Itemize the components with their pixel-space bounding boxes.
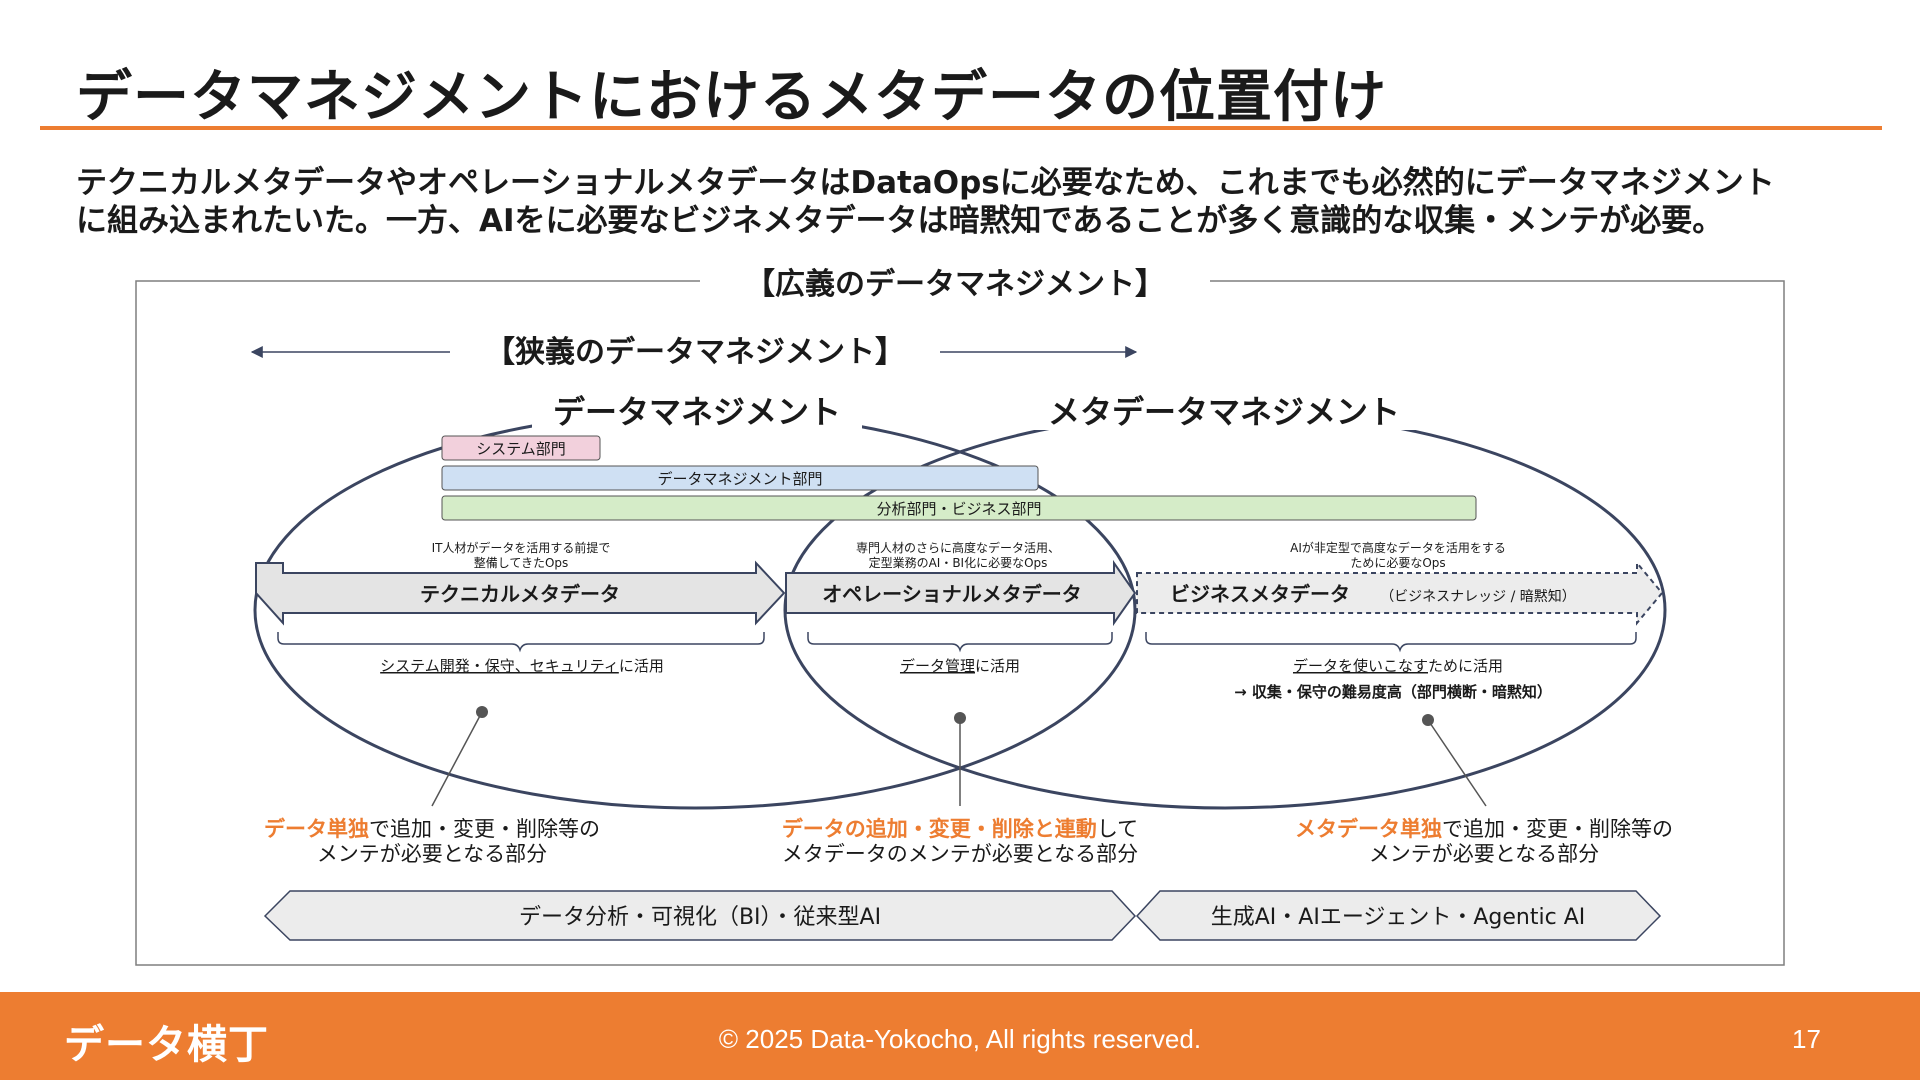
operational-metadata-label: オペレーショナルメタデータ <box>822 582 1082 606</box>
usage-technical: システム開発・保守、セキュリティに活用 <box>380 657 664 675</box>
callout-center-highlight: データの追加・変更・削除と連動 <box>782 817 1097 841</box>
business-metadata-arrow <box>1136 560 1664 626</box>
callout-left-highlight: データ単独 <box>264 817 369 841</box>
callout-center-line-1: データの追加・変更・削除と連動して <box>782 817 1138 841</box>
lead-line-2: に組み込まれたいた。一方、AIをに必要なビジネメタデータは暗黙知であることが多く… <box>76 203 1724 239</box>
callout-right-highlight: メタデータ単独 <box>1295 817 1442 841</box>
pointer-line-left <box>431 711 483 807</box>
note-operational-1: 専門人材のさらに高度なデータ活用、 <box>856 540 1060 555</box>
usage-technical-underlined: システム開発・保守、セキュリティ <box>380 657 619 675</box>
footer-copyright: © 2025 Data-Yokocho, All rights reserved… <box>718 1024 1202 1054</box>
broad-dm-label: 【広義のデータマネジメント】 <box>745 267 1165 302</box>
callout-right-line-2: メンテが必要となる部分 <box>1369 842 1599 866</box>
broad-label-bg <box>700 264 1210 302</box>
technical-metadata-label: テクニカルメタデータ <box>420 582 620 606</box>
circle-left-label-bg <box>532 386 862 430</box>
callout-left-rest: で追加・変更・削除等の <box>369 817 600 841</box>
usage-technical-rest: に活用 <box>619 657 664 675</box>
lead-text: テクニカルメタデータやオペレーショナルメタデータはDataOpsに必要なため、こ… <box>76 164 1876 240</box>
bottom-bar-bi-traditional-ai <box>263 890 1137 941</box>
note-business-2: ために必要なOps <box>1350 556 1445 570</box>
brace-operational <box>807 632 1113 653</box>
brace-technical <box>277 632 765 653</box>
dept-bar-system <box>441 435 601 461</box>
technical-metadata-arrow <box>255 560 786 626</box>
callout-center-rest: して <box>1097 817 1138 841</box>
note-operational-2: 定型業務のAI・BI化に必要なOps <box>869 555 1048 570</box>
dept-system-label: システム部門 <box>476 440 566 458</box>
lead-line-1: テクニカルメタデータやオペレーショナルメタデータはDataOpsに必要なため、こ… <box>76 165 1775 201</box>
footer-logo: データ横丁 <box>64 1021 269 1068</box>
usage-operational-underlined: データ管理 <box>900 657 975 675</box>
page-number: 17 <box>1792 1024 1821 1054</box>
business-metadata-label: ビジネスメタデータ <box>1170 582 1350 606</box>
bottom-bar-bi-label: データ分析・可視化（BI）・従来型AI <box>519 905 881 930</box>
callout-right-line-1: メタデータ単独で追加・変更・削除等の <box>1295 817 1673 841</box>
page-title: データマネジメントにおけるメタデータの位置付け <box>76 65 1387 130</box>
footer-bar <box>0 992 1920 1080</box>
note-technical-2: 整備してきたOps <box>474 555 569 570</box>
note-technical-1: IT人材がデータを活用する前提で <box>432 540 611 555</box>
callout-center-line-2: メタデータのメンテが必要となる部分 <box>782 842 1138 866</box>
callout-left-line-1: データ単独で追加・変更・削除等の <box>264 817 600 841</box>
business-metadata-sub: （ビジネスナレッジ / 暗黙知） <box>1380 588 1576 605</box>
pointer-line-right <box>1427 719 1487 807</box>
dept-analytics-business-label: 分析部門・ビジネス部門 <box>876 500 1041 518</box>
title-underline <box>40 126 1882 130</box>
usage-business-rest: ために活用 <box>1428 657 1503 675</box>
difficulty-note: → 収集・保守の難易度高（部門横断・暗黙知） <box>1234 683 1552 701</box>
usage-business: データを使いこなすために活用 <box>1293 657 1503 675</box>
metadata-positioning-diagram: 【広義のデータマネジメント】 【狭義のデータマネジメント】 データマネジメント … <box>135 264 1785 966</box>
bottom-bar-generative-ai <box>1135 890 1662 941</box>
metadata-management-label: メタデータマネジメント <box>1048 393 1400 431</box>
bottom-bar-genai-label: 生成AI・AIエージェント・Agentic AI <box>1211 905 1586 930</box>
data-management-label: データマネジメント <box>553 393 841 431</box>
brace-business <box>1145 632 1637 653</box>
usage-business-underlined: データを使いこなす <box>1293 657 1428 675</box>
callout-right-rest: で追加・変更・削除等の <box>1442 817 1673 841</box>
dept-data-management-label: データマネジメント部門 <box>657 470 822 488</box>
operational-metadata-arrow <box>785 559 1137 627</box>
usage-operational-rest: に活用 <box>975 657 1020 675</box>
callout-left-line-2: メンテが必要となる部分 <box>317 842 547 866</box>
usage-operational: データ管理に活用 <box>900 657 1020 675</box>
dept-bar-data-management <box>441 465 1039 491</box>
note-business-1: AIが非定型で高度なデータを活用をする <box>1290 540 1506 555</box>
circle-right-label-bg <box>1016 386 1436 430</box>
narrow-dm-label: 【狭義のデータマネジメント】 <box>485 335 905 370</box>
dept-bar-analytics-business <box>441 495 1477 521</box>
